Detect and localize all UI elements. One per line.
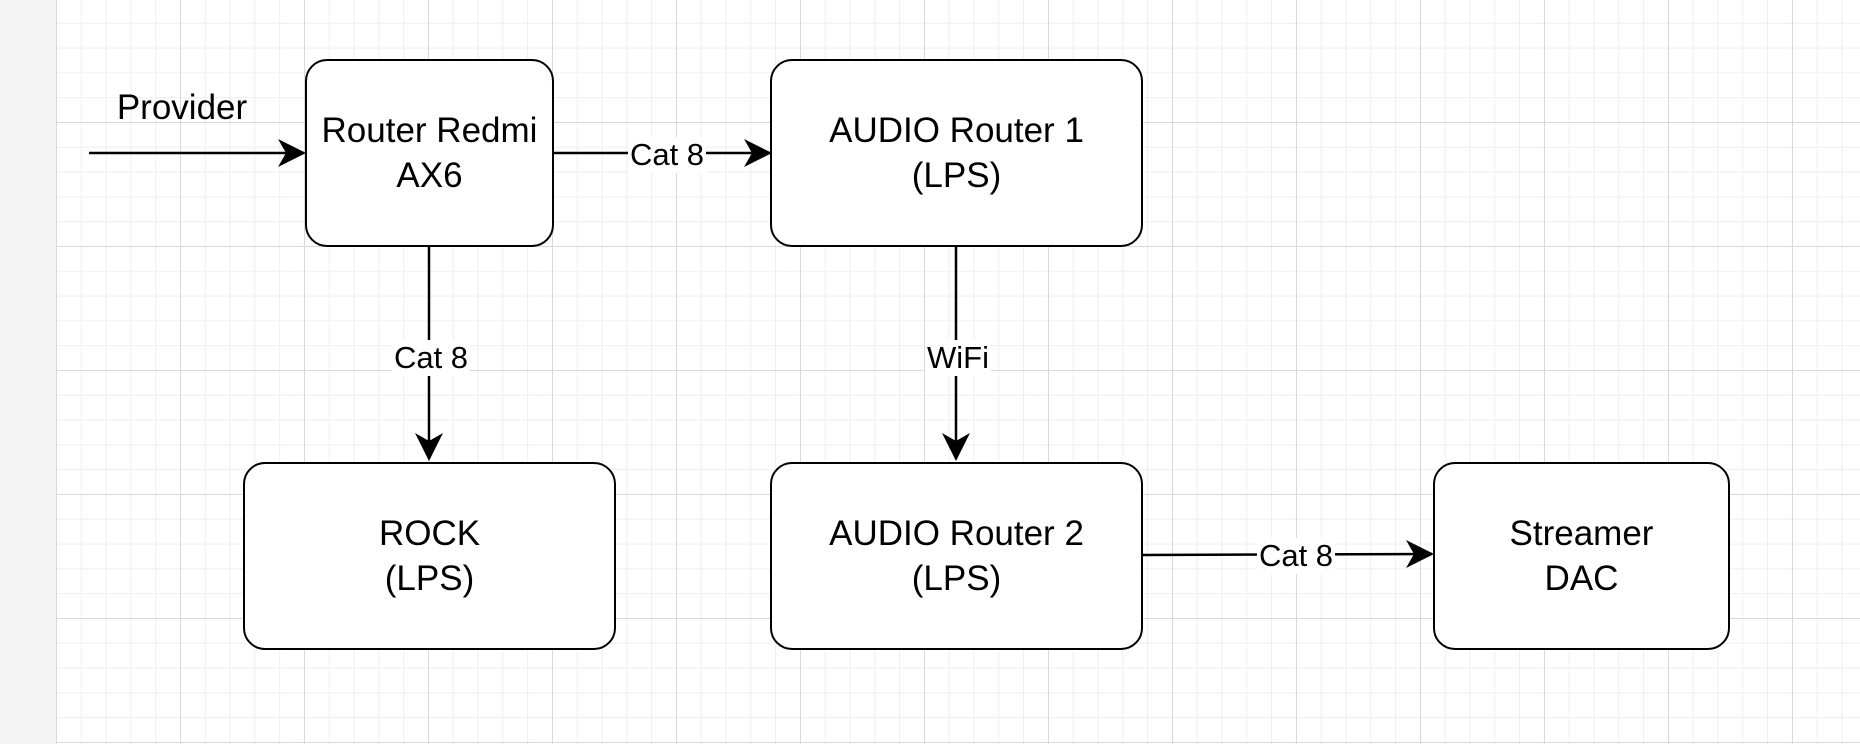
edge-label-redmi-rock: Cat 8 <box>391 340 471 376</box>
node-streamer-dac[interactable]: Streamer DAC <box>1433 462 1730 650</box>
node-audio-router-1[interactable]: AUDIO Router 1 (LPS) <box>770 59 1143 247</box>
edge-provider-arrowhead <box>278 139 306 167</box>
edge-label-redmi-audio1: Cat 8 <box>627 137 707 173</box>
edge-label-audio2-streamer: Cat 8 <box>1256 538 1336 574</box>
node-audio-router-2-line2: (LPS) <box>911 559 1002 598</box>
node-router-redmi[interactable]: Router Redmi AX6 <box>305 59 554 247</box>
node-audio-router-2-line1: AUDIO Router 2 <box>829 514 1084 553</box>
edge-redmi-audio1-arrowhead <box>744 139 772 167</box>
edge-redmi-rock-arrowhead <box>415 433 443 461</box>
edge-label-provider: Provider <box>116 88 248 127</box>
edge-label-audio1-audio2: WiFi <box>925 340 991 376</box>
node-streamer-dac-line1: Streamer <box>1509 514 1654 553</box>
node-audio-router-2[interactable]: AUDIO Router 2 (LPS) <box>770 462 1143 650</box>
node-audio-router-1-line2: (LPS) <box>911 156 1002 195</box>
node-router-redmi-line1: Router Redmi <box>321 111 538 150</box>
diagram-canvas[interactable]: Router Redmi AX6 AUDIO Router 1 (LPS) RO… <box>56 0 1860 744</box>
edge-audio2-streamer-arrowhead <box>1406 540 1434 568</box>
node-streamer-dac-line2: DAC <box>1544 559 1619 598</box>
node-rock-line2: (LPS) <box>384 559 475 598</box>
edge-audio1-audio2-arrowhead <box>942 433 970 461</box>
node-audio-router-1-line1: AUDIO Router 1 <box>829 111 1084 150</box>
node-rock-line1: ROCK <box>378 514 481 553</box>
node-rock[interactable]: ROCK (LPS) <box>243 462 616 650</box>
node-router-redmi-line2: AX6 <box>396 156 463 195</box>
